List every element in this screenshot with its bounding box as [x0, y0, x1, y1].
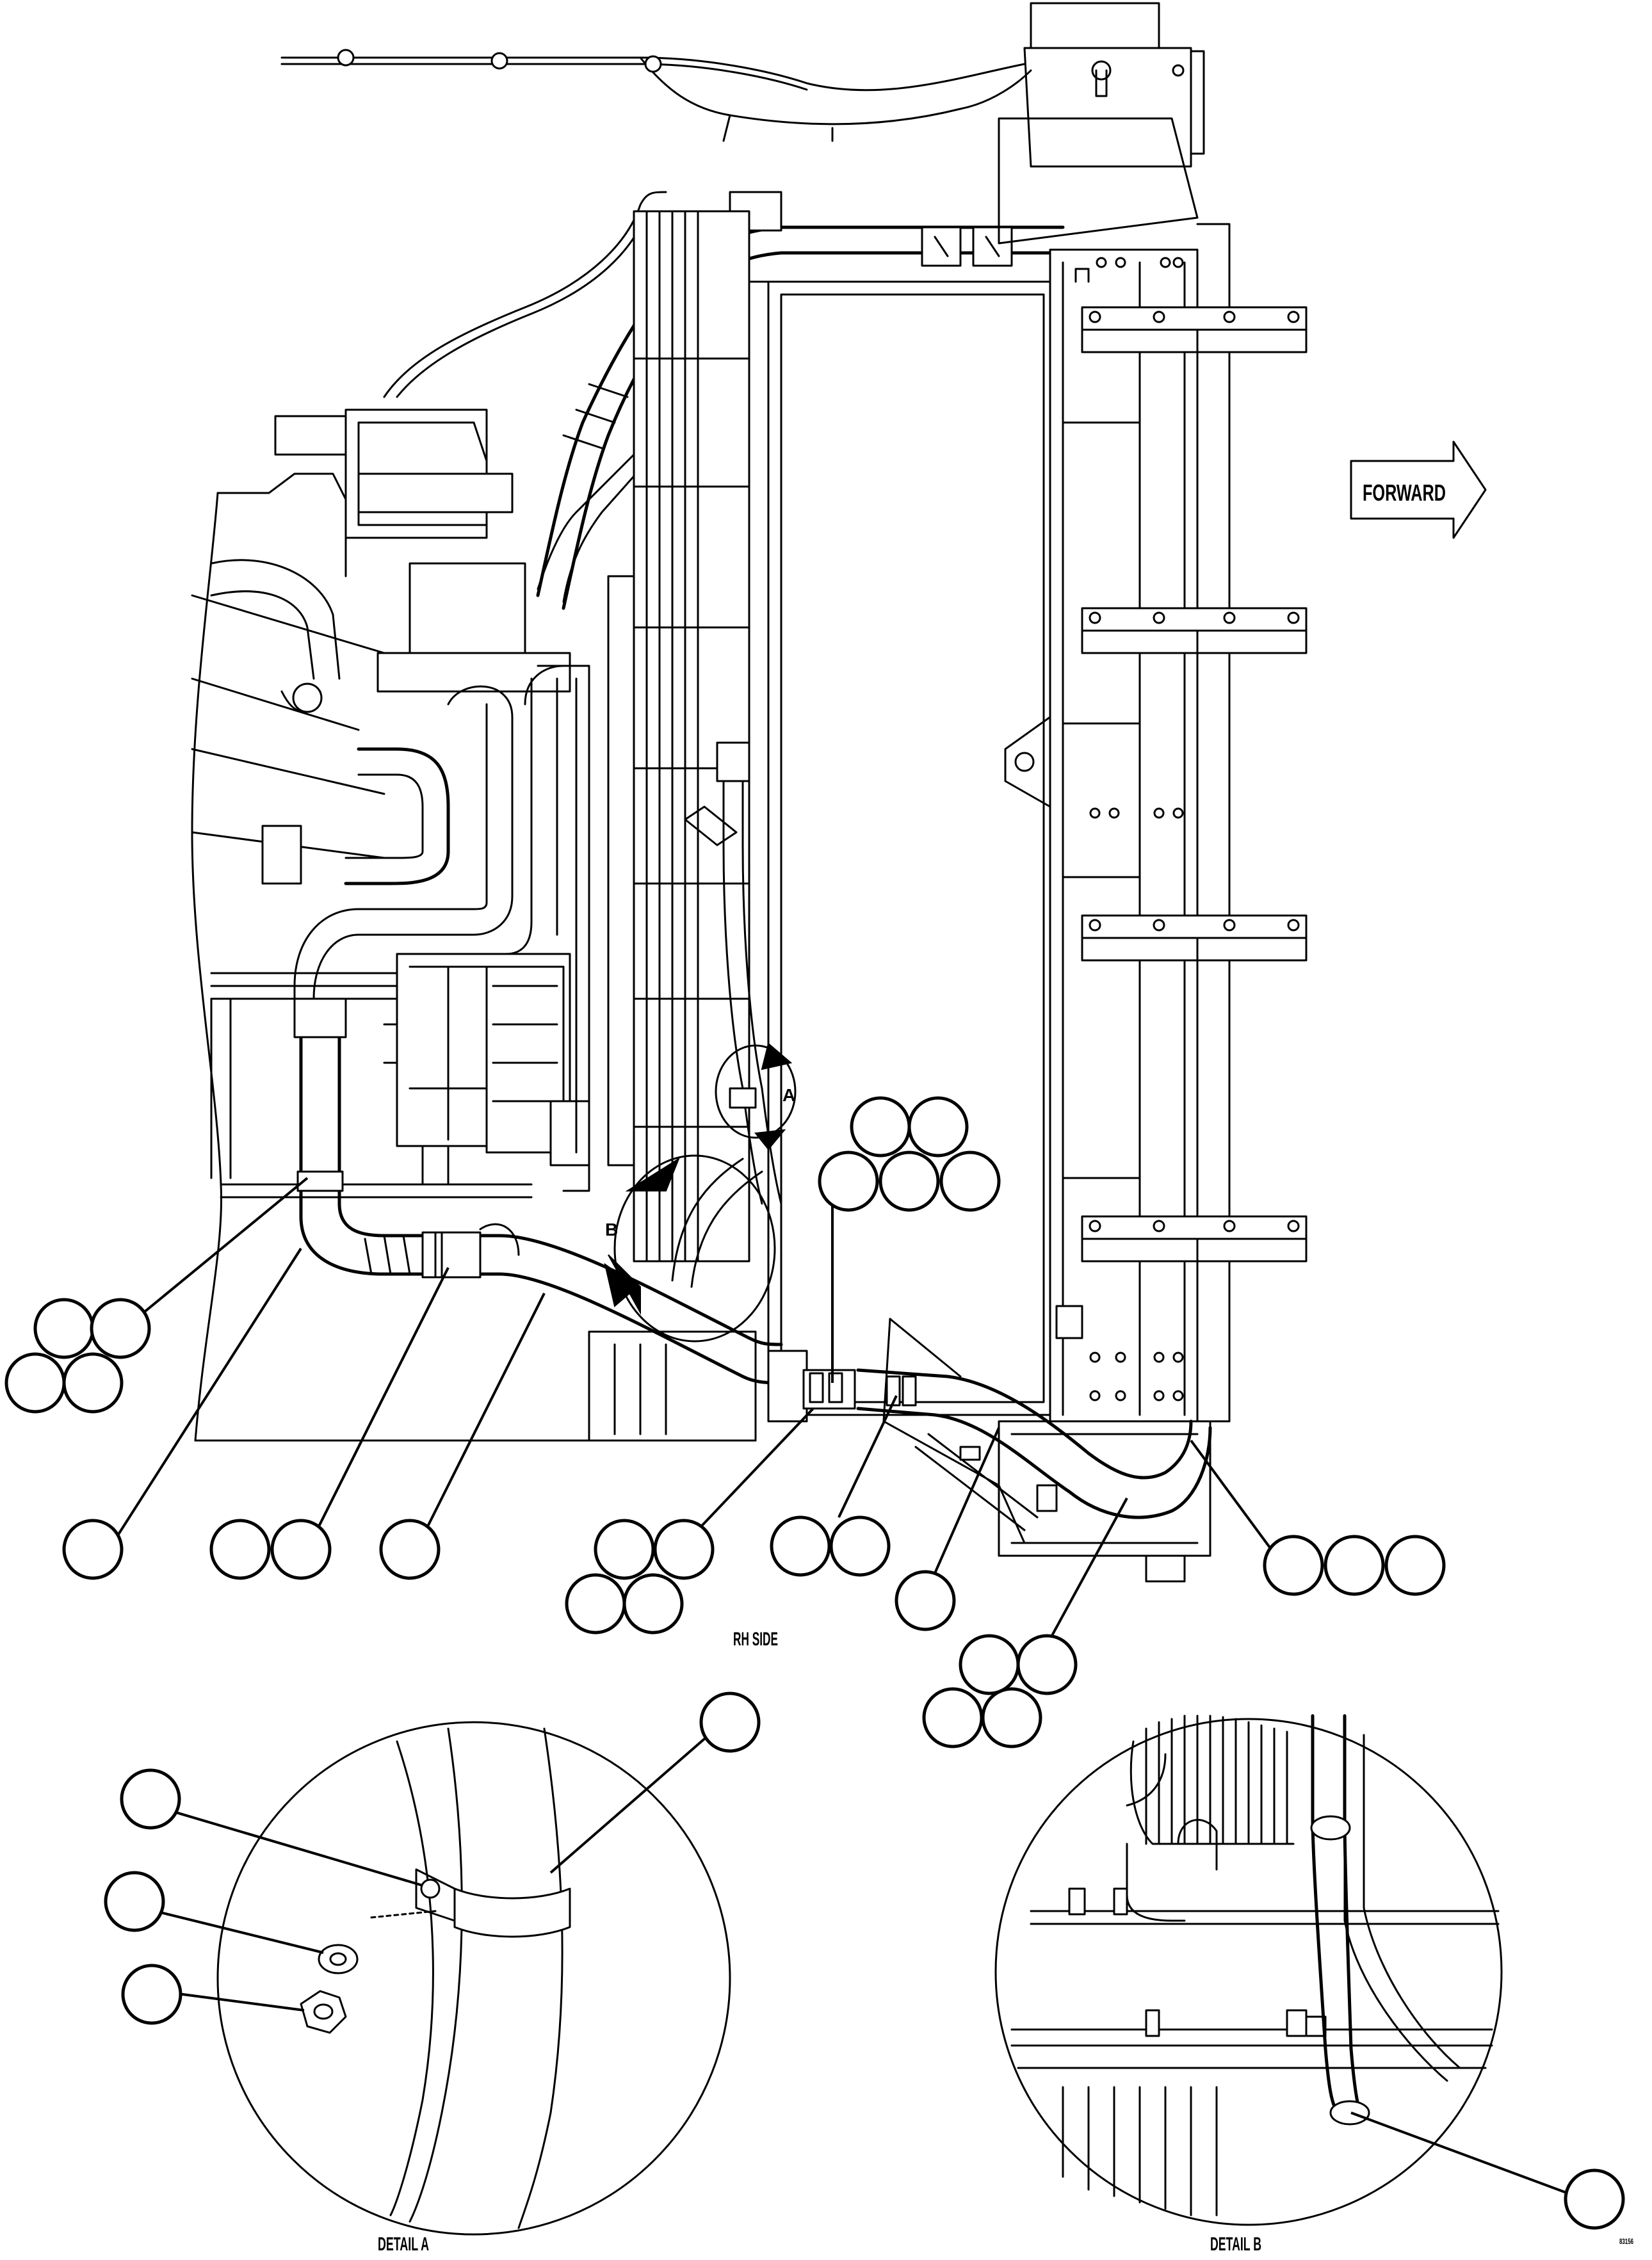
callout-circle: [379, 1519, 441, 1580]
view-title: RH SIDE: [733, 1629, 778, 1650]
callout-circle: [4, 1352, 66, 1414]
callouts-main-view: [4, 1096, 1446, 1748]
callout-circle: [653, 1519, 715, 1580]
callout-circle: [895, 1570, 956, 1631]
callout-circle: [90, 1298, 151, 1359]
callout-circle: [981, 1687, 1042, 1748]
callout-circle: [818, 1150, 879, 1212]
callout-circle: [770, 1515, 831, 1577]
callout-circle: [699, 1691, 761, 1753]
callout-circle: [104, 1871, 165, 1932]
forward-arrow-icon: FORWARD: [1350, 440, 1487, 539]
detail-a-marker: A: [782, 1085, 795, 1105]
callout-circle: [120, 1768, 181, 1830]
callout-circle: [121, 1964, 182, 2025]
callout-circle: [1384, 1535, 1446, 1596]
callout-circle: [1324, 1535, 1385, 1596]
callout-circle: [907, 1096, 969, 1158]
detail-b-marker: B: [605, 1220, 618, 1239]
callout-circle: [959, 1634, 1020, 1695]
forward-label: FORWARD: [1363, 480, 1446, 506]
detail-a-title: DETAIL A: [378, 2234, 429, 2255]
callout-circle: [829, 1515, 891, 1577]
radiator-frame: [767, 223, 1308, 1583]
detail-b-title: DETAIL B: [1210, 2234, 1261, 2255]
callout-circle: [1016, 1634, 1078, 1695]
detail-b: [994, 1714, 1625, 2230]
callout-circle: [922, 1687, 984, 1748]
callout-circle: [1263, 1535, 1324, 1596]
callout-circle: [594, 1519, 655, 1580]
radiator-core: [588, 210, 770, 1442]
callout-circle: [565, 1573, 626, 1634]
callout-circle: [62, 1352, 124, 1414]
callout-circle: [879, 1150, 940, 1212]
engine-assembly: [191, 408, 757, 1442]
overhead-harness: [280, 49, 1032, 398]
figure-id: 83156: [1619, 2237, 1633, 2246]
callout-circle: [33, 1298, 95, 1359]
vent-hose: [671, 741, 782, 1288]
callout-circle: [62, 1519, 124, 1580]
engine-upper-hoses: [210, 415, 680, 1026]
callout-circle: [270, 1519, 332, 1580]
detail-a: [104, 1691, 761, 2236]
callout-circle: [850, 1096, 911, 1158]
callout-circle: [939, 1150, 1001, 1212]
lower-coolant-hose: [293, 997, 1212, 1544]
callout-circle: [622, 1573, 684, 1634]
callout-circle: [1564, 2168, 1625, 2230]
callout-circle: [209, 1519, 271, 1580]
coolant-recovery-tank: [998, 2, 1205, 245]
